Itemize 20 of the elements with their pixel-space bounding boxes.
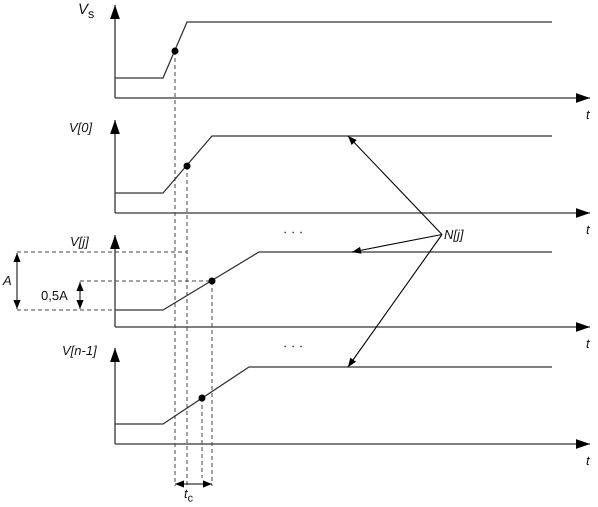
axis-label: V[j] [70, 234, 89, 249]
leader-arrow [348, 234, 442, 368]
dimension-label: t$_{c}$ [184, 486, 194, 507]
waveform [115, 135, 552, 194]
leader-arrow [348, 136, 442, 235]
axis-label: t [586, 453, 590, 468]
axis-label: t [586, 336, 590, 351]
signal-label: N[j] [444, 227, 464, 242]
leader-arrow [352, 234, 442, 254]
axis-label: t [586, 222, 590, 237]
ellipsis: · · · [283, 224, 304, 239]
axis-label: t [586, 107, 590, 122]
axis-label: V[n-1] [62, 343, 97, 358]
axis-label: V[0] [69, 120, 92, 135]
dimension-label: A [3, 273, 12, 288]
axis-label: V$_{s}$ [78, 2, 94, 22]
dimension-label: 0,5A [41, 288, 68, 303]
ellipsis: · · · [283, 338, 304, 353]
waveform [115, 251, 552, 311]
waveform [115, 366, 552, 425]
